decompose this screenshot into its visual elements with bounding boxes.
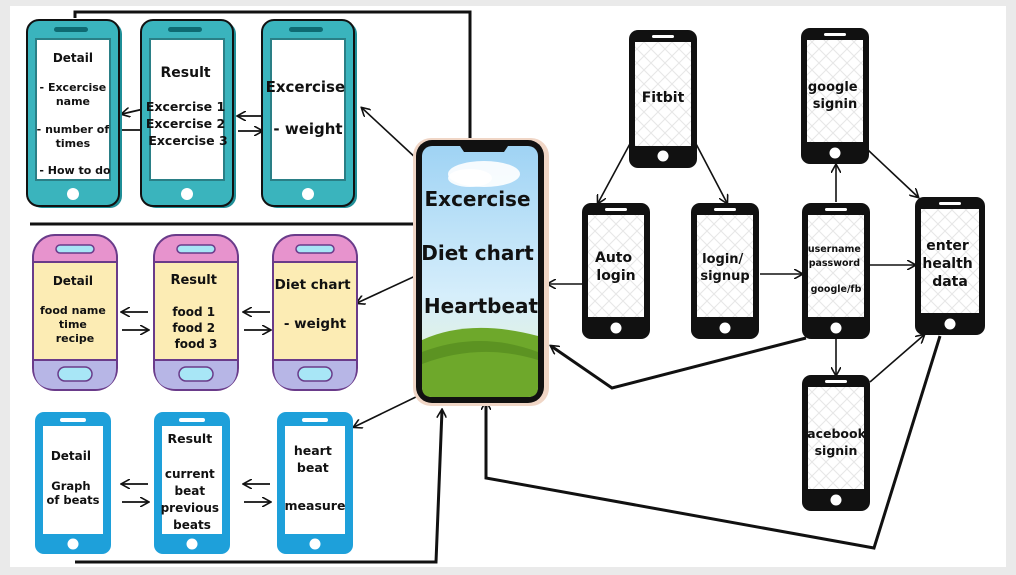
facebook-signin-phone[interactable]: facebook signin xyxy=(802,375,871,511)
diet-section: Detail food name time recipe Result food… xyxy=(32,234,358,391)
diet-main-text: Diet chart - weight xyxy=(275,277,356,332)
menu-heartbeat[interactable]: Heartbeat xyxy=(424,294,539,318)
heart-detail-phone[interactable]: Detail Graph of beats xyxy=(35,412,111,554)
arrows-exercise-result-main xyxy=(238,116,262,131)
arrow-main-to-exercise xyxy=(362,108,419,161)
exercise-result-text: Result Excercise 1 Excercise 2 Excercise… xyxy=(146,65,230,148)
auto-login-text: Auto login xyxy=(595,250,637,284)
arrow-fitbit-to-autologin xyxy=(598,139,633,203)
heart-detail-text: Detail Graph of beats xyxy=(46,449,99,507)
diet-main-phone[interactable]: Diet chart - weight xyxy=(272,234,358,391)
main-phone-notch xyxy=(460,146,508,152)
heart-main-phone[interactable]: heart beat measure xyxy=(277,412,353,554)
menu-diet-chart[interactable]: Diet chart xyxy=(421,241,534,265)
exercise-result-phone[interactable]: Result Excercise 1 Excercise 2 Excercise… xyxy=(140,19,236,208)
exercise-detail-text: Detail - Excercise name - number of time… xyxy=(37,51,114,177)
exercise-detail-phone[interactable]: Detail - Excercise name - number of time… xyxy=(26,19,122,208)
main-phone[interactable]: Excercise Diet chart Heartbeat xyxy=(413,138,549,406)
google-signin-phone[interactable]: google signin xyxy=(801,28,869,164)
heart-result-phone[interactable]: Result current beat previous beats xyxy=(154,412,230,554)
arrows-heart-result-main xyxy=(244,484,270,502)
heart-section: Detail Graph of beats Result current bea… xyxy=(35,412,353,554)
arrows-heart-detail-result xyxy=(122,484,148,502)
arrow-fitbit-to-loginsignup xyxy=(693,139,727,203)
diet-detail-text: Detail food name time recipe xyxy=(40,274,110,345)
arrows-diet-result-main xyxy=(244,312,270,330)
enter-health-data-phone[interactable]: enter health data xyxy=(915,197,985,335)
grass-hill xyxy=(422,327,538,397)
login-section: Fitbit Auto login lo xyxy=(582,28,985,511)
connector-heart-row xyxy=(75,410,442,564)
fitbit-text: Fitbit xyxy=(642,90,685,106)
credentials-phone[interactable]: username password google/fb xyxy=(802,203,870,339)
exercise-main-text: Excercise - weight xyxy=(266,78,351,138)
arrow-google-to-enterdata xyxy=(867,149,918,197)
enter-health-data-text: enter health data xyxy=(922,238,977,290)
facebook-signin-text: facebook signin xyxy=(802,426,871,458)
google-signin-text: google signin xyxy=(808,80,862,112)
exercise-section: Detail - Excercise name - number of time… xyxy=(26,19,357,208)
arrows-diet-detail-result xyxy=(122,312,148,330)
fitbit-phone[interactable]: Fitbit xyxy=(629,30,697,168)
diet-result-text: Result food 1 food 2 food 3 xyxy=(170,273,221,351)
arrow-main-to-diet xyxy=(357,271,425,303)
auto-login-phone[interactable]: Auto login xyxy=(582,203,650,339)
arrow-main-to-heart xyxy=(354,394,421,427)
exercise-main-phone[interactable]: Excercise - weight xyxy=(261,19,357,208)
connector-credentials-to-main xyxy=(551,336,807,390)
heart-main-text: heart beat measure xyxy=(285,443,346,513)
heart-result-text: Result current beat previous beats xyxy=(161,431,224,532)
arrow-facebook-to-enterdata xyxy=(869,335,924,383)
diet-result-phone[interactable]: Result food 1 food 2 food 3 xyxy=(153,234,239,391)
credentials-text: username password google/fb xyxy=(808,244,864,295)
main-phone-menu: Excercise Diet chart Heartbeat xyxy=(421,187,541,318)
diet-detail-phone[interactable]: Detail food name time recipe xyxy=(32,234,118,391)
menu-exercise[interactable]: Excercise xyxy=(425,187,531,211)
login-signup-text: login/ signup xyxy=(700,252,749,284)
connector-enterdata-to-main xyxy=(486,335,942,550)
login-signup-phone[interactable]: login/ signup xyxy=(691,203,759,339)
